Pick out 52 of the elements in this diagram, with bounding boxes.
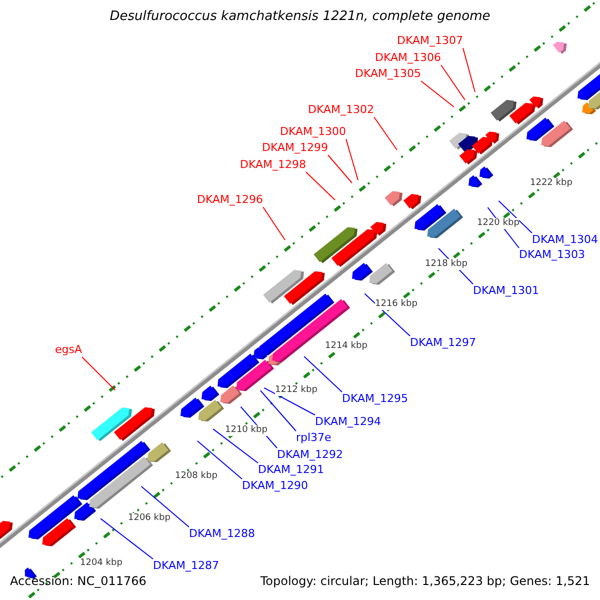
- genome-info-text: Topology: circular; Length: 1,365,223 bp; Genes: 1,521: [260, 574, 590, 588]
- leader-line: [100, 518, 154, 560]
- leader-line: [346, 138, 358, 180]
- scale-label: 1208 kbp: [175, 471, 218, 482]
- gene-label: DKAM_1287: [153, 559, 219, 573]
- leader-line: [260, 390, 296, 432]
- leader-line: [264, 387, 316, 416]
- leader-line: [462, 48, 476, 92]
- leader-line: [262, 206, 286, 240]
- gene-label: DKAM_1288: [189, 527, 255, 541]
- gene-label: DKAM_1305: [355, 67, 421, 81]
- scale-label: 1214 kbp: [325, 341, 368, 352]
- leader-line: [328, 154, 352, 184]
- gene-label: DKAM_1304: [532, 233, 598, 247]
- gene-label: DKAM_1294: [315, 415, 381, 429]
- scale-label: 1212 kbp: [275, 385, 318, 396]
- gene-label: DKAM_1302: [308, 103, 374, 117]
- gene-label: DKAM_1300: [280, 125, 346, 139]
- scale-label: 1218 kbp: [425, 259, 468, 270]
- gene-label: DKAM_1296: [197, 193, 263, 207]
- scale-label: 1204 kbp: [80, 558, 122, 569]
- gene-label: rpl37e: [296, 431, 332, 445]
- leader-line: [196, 440, 242, 480]
- leader-line: [82, 356, 116, 390]
- leader-line: [420, 80, 454, 108]
- leader-line: [212, 428, 258, 464]
- gene-label: DKAM_1307: [397, 34, 463, 48]
- gene-label: DKAM_1306: [375, 51, 441, 65]
- gene-label: DKAM_1295: [342, 392, 408, 406]
- gene-label: DKAM_1297: [410, 336, 476, 350]
- leader-line: [306, 172, 336, 200]
- gene-label: DKAM_1301: [473, 284, 539, 298]
- scale-label: 1206 kbp: [128, 513, 170, 524]
- gene-label: egsA: [55, 343, 82, 357]
- leader-line: [304, 356, 342, 392]
- gene-label: DKAM_1292: [277, 448, 343, 462]
- scale-label: 1220 kbp: [477, 218, 520, 229]
- scale-label: 1216 kbp: [375, 299, 418, 310]
- scale-label: 1210 kbp: [225, 425, 268, 436]
- gene-label: DKAM_1291: [258, 463, 324, 477]
- leader-line: [498, 200, 532, 234]
- gene-label: DKAM_1298: [240, 158, 306, 172]
- leader-line: [440, 64, 466, 100]
- title: Desulfurococcus kamchatkensis 1221n, complete genome: [108, 10, 492, 24]
- leader-line: [140, 486, 190, 528]
- gene-label: DKAM_1290: [242, 479, 308, 493]
- gene-label: DKAM_1303: [519, 248, 585, 262]
- leader-line: [374, 116, 398, 150]
- scale-label: 1222 kbp: [530, 178, 572, 189]
- gene-label: DKAM_1299: [262, 141, 328, 155]
- leader-line: [364, 293, 410, 336]
- accession-text: Accession: NC_011766: [10, 574, 146, 588]
